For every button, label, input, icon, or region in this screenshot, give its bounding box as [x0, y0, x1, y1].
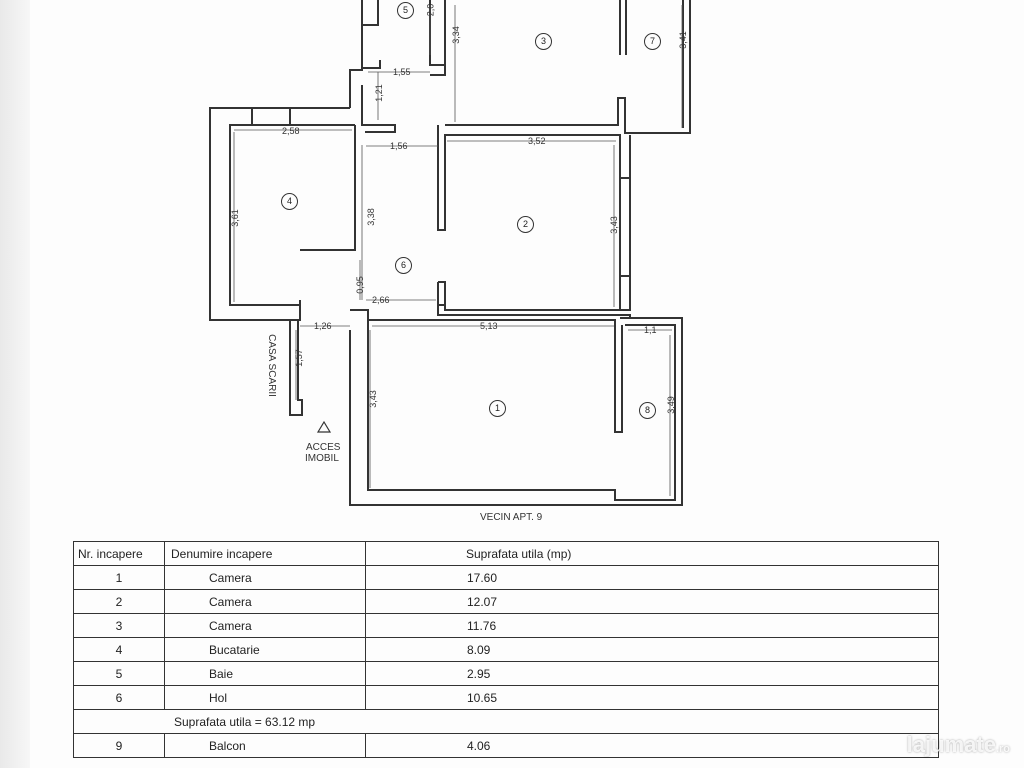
- dim-label: 1,56: [390, 141, 408, 151]
- room-marker-2: 2: [517, 216, 534, 233]
- room-marker-8: 8: [639, 402, 656, 419]
- wall-room2: [437, 125, 621, 310]
- cell-name: Camera: [209, 570, 252, 585]
- room-marker-5: 5: [397, 2, 414, 19]
- dim-label: 0,95: [354, 276, 365, 294]
- table-row: 4 Bucatarie 8.09: [73, 637, 939, 662]
- cell-name: Hol: [209, 690, 228, 705]
- cell-name: Camera: [209, 594, 252, 609]
- watermark-tld: .ro: [995, 743, 1010, 755]
- area-table: Nr. incapere Denumire incapere Suprafata…: [73, 541, 939, 758]
- dim-label: 2,58: [282, 126, 300, 136]
- cell-area: 11.76: [467, 618, 497, 633]
- wall-bath-left: [349, 0, 363, 108]
- dim-label: 5,13: [480, 321, 498, 331]
- room-marker-7: 7: [644, 33, 661, 50]
- header-name: Denumire incapere: [164, 541, 366, 566]
- cell-name: Balcon: [209, 738, 246, 753]
- wall-room1-outer: [349, 317, 683, 506]
- wall-room2-right: [620, 135, 631, 311]
- dim-label: 1,57: [293, 349, 304, 367]
- cell-nr: 9: [73, 733, 165, 758]
- table-row: 3 Camera 11.76: [73, 613, 939, 638]
- wall-room3-bottom: [445, 0, 691, 134]
- dim-label: 3,43: [367, 390, 378, 408]
- cell-area: 17.60: [467, 570, 498, 585]
- entrance-arrow-icon: [316, 420, 332, 433]
- cell-nr: 6: [73, 685, 165, 710]
- dim-label: 3,43: [608, 216, 619, 234]
- cell-area: 4.06: [467, 738, 491, 753]
- room-marker-6: 6: [395, 257, 412, 274]
- window-kitchen: [251, 107, 291, 126]
- page-edge: [0, 0, 30, 768]
- table-row: 1 Camera 17.60: [73, 565, 939, 590]
- header-area: Suprafata utila (mp): [365, 541, 939, 566]
- imobil-label: IMOBIL: [305, 453, 339, 464]
- dim-label: 2,66: [372, 295, 390, 305]
- acces-label: ACCES: [306, 442, 341, 453]
- wall-kitchen-partition: [300, 125, 356, 251]
- cell-name: Camera: [209, 618, 252, 633]
- dim-label: 3,61: [229, 209, 240, 227]
- dim-label: 1,1: [644, 325, 657, 335]
- table-row: 5 Baie 2.95: [73, 661, 939, 686]
- wall-room1-inner: [367, 320, 676, 501]
- wall-casa-scarii: [289, 320, 303, 416]
- vecin-label: VECIN APT. 9: [480, 512, 543, 523]
- table-row: 6 Hol 10.65: [73, 685, 939, 710]
- total-area: Suprafata utila = 63.12 mp: [73, 709, 939, 734]
- watermark-logo: lajumate.ro: [907, 732, 1010, 758]
- cell-nr: 5: [73, 661, 165, 686]
- wall-kitchen-inner: [229, 124, 355, 306]
- dim-label: 3,52: [528, 136, 546, 146]
- cell-name: Bucatarie: [209, 642, 260, 657]
- cell-area: 12.07: [467, 594, 498, 609]
- header-nr: Nr. incapere: [73, 541, 165, 566]
- table-row: 9 Balcon 4.06: [73, 733, 939, 758]
- dimension-lines: [233, 5, 683, 496]
- cell-area: 8.09: [467, 642, 491, 657]
- floor-plan: [209, 0, 691, 506]
- wall-room8-divider: [614, 325, 623, 433]
- dim-label: 3,49: [665, 396, 676, 414]
- cell-nr: 1: [73, 565, 165, 590]
- dim-label: 3,34: [450, 26, 461, 44]
- room-marker-4: 4: [281, 193, 298, 210]
- table-row: 2 Camera 12.07: [73, 589, 939, 614]
- dim-label: 3,41: [677, 31, 688, 49]
- watermark-name: lajumate: [906, 732, 996, 757]
- wall-room7-divider: [619, 0, 627, 55]
- table-total-row: Suprafata utila = 63.12 mp: [73, 709, 939, 734]
- dim-label: 3,38: [365, 208, 376, 226]
- cell-nr: 3: [73, 613, 165, 638]
- room-marker-3: 3: [535, 33, 552, 50]
- dim-label: 1,55: [393, 67, 411, 77]
- cell-area: 2.95: [467, 666, 491, 681]
- casa-scarii-label: CASA SCARII: [265, 334, 277, 397]
- table-header-row: Nr. incapere Denumire incapere Suprafata…: [73, 541, 939, 566]
- cell-area: 10.65: [467, 690, 498, 705]
- room-marker-1: 1: [489, 400, 506, 417]
- cell-name: Baie: [209, 666, 234, 681]
- cell-nr: 4: [73, 637, 165, 662]
- cell-nr: 2: [73, 589, 165, 614]
- window-room2: [619, 177, 631, 277]
- dim-label: 1,21: [373, 84, 384, 102]
- dim-label: 2,0: [425, 3, 436, 17]
- dim-label: 1,26: [314, 321, 332, 331]
